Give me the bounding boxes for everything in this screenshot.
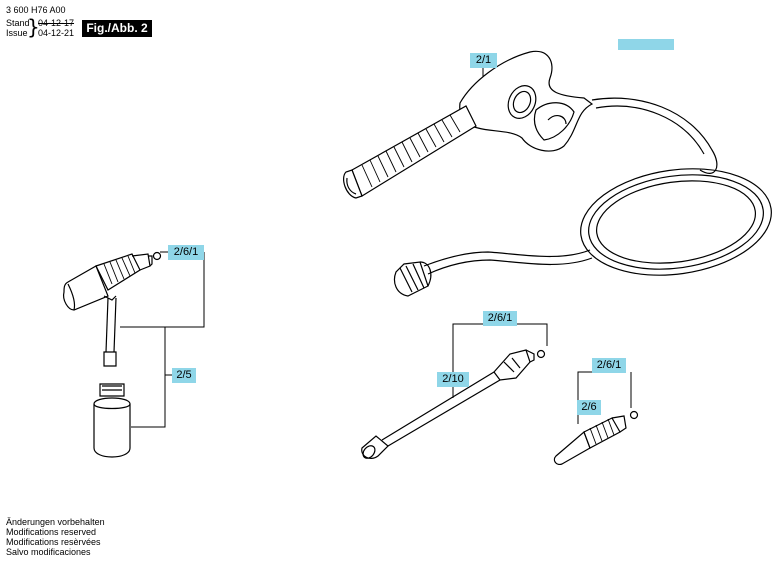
leader-lines [120,68,632,428]
callout-nozzle: 2/6 [577,400,601,415]
footer-notes: Änderungen vorbehalten Modifications res… [6,517,105,557]
footer-line-de: Änderungen vorbehalten [6,517,105,527]
date-new: 04-12-21 [38,28,75,38]
footer-line-fr: Modifications resèrvées [6,537,101,547]
brace-glyph: } [27,15,40,39]
issue-label: Issue [6,28,28,38]
callout-detergent-bottle: 2/5 [172,368,196,383]
callout-oring-lance: 2/6/1 [483,311,517,326]
nozzle-drawing [553,410,639,465]
footer-line-en: Modifications reserved [6,527,97,537]
callout-oring-nozzle: 2/6/1 [592,358,626,373]
blank-callout [618,39,674,50]
hose-coil-drawing [423,97,772,276]
callout-lance: 2/10 [437,372,469,387]
hose-connector-drawing [393,261,432,297]
figure-label: Fig./Abb. 2 [82,20,152,37]
stand-label: Stand [6,18,30,28]
detergent-bottle-drawing [93,383,131,458]
callout-oring-left: 2/6/1 [168,245,204,260]
part-number: 3 600 H76 A00 [6,5,66,15]
date-old: 04-12-17 [38,18,75,28]
lance-drawing [361,349,546,460]
detergent-nozzle-drawing [63,251,162,367]
callout-trigger-gun: 2/1 [470,53,497,68]
footer-line-es: Salvo modificaciones [6,547,91,557]
trigger-gun-drawing [343,50,594,199]
